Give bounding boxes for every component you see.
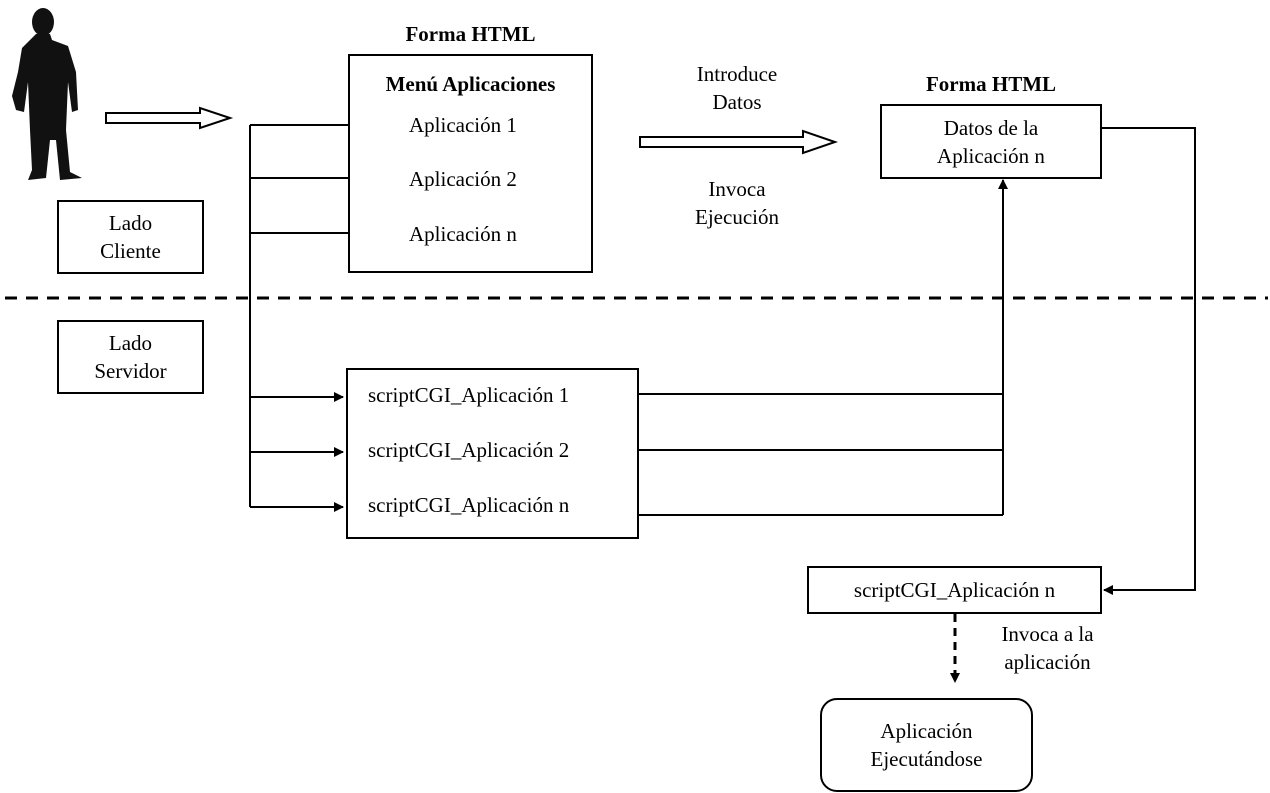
invoke-app-label: Invoca a la aplicación <box>1001 622 1094 674</box>
menu-item-1[interactable]: Aplicación 1 <box>405 111 521 139</box>
data-form-title: Forma HTML <box>925 72 1057 96</box>
data-form-box: Datos de la Aplicación n <box>880 104 1102 179</box>
data-form-to-script-arrow <box>1102 127 1196 595</box>
menu-form-title: Forma HTML <box>405 22 536 46</box>
menu-item-n[interactable]: Aplicación n <box>405 220 521 248</box>
menu-item-2[interactable]: Aplicación 2 <box>405 165 521 193</box>
user-to-menu-arrow <box>105 106 234 130</box>
script-item-2[interactable]: scriptCGI_Aplicación 2 <box>368 438 570 462</box>
enter-data-label: Introduce Datos <box>696 62 778 114</box>
client-side-box: Lado Cliente <box>57 200 204 274</box>
invoke-execution-label: Invoca Ejecución <box>695 177 779 229</box>
enter-data-arrow <box>639 129 839 155</box>
script-item-n[interactable]: scriptCGI_Aplicación n <box>368 493 570 517</box>
menu-heading: Menú Aplicaciones <box>385 72 556 96</box>
running-app-box-shape <box>820 698 1033 792</box>
scripts-box <box>346 368 639 539</box>
script-item-1[interactable]: scriptCGI_Aplicación 1 <box>368 383 570 407</box>
server-side-box: Lado Servidor <box>57 320 204 394</box>
running-app-label: Aplicación Ejecutándose <box>870 719 983 771</box>
user-silhouette-icon <box>12 8 82 180</box>
selected-script-box: scriptCGI_Aplicación n <box>807 566 1102 614</box>
